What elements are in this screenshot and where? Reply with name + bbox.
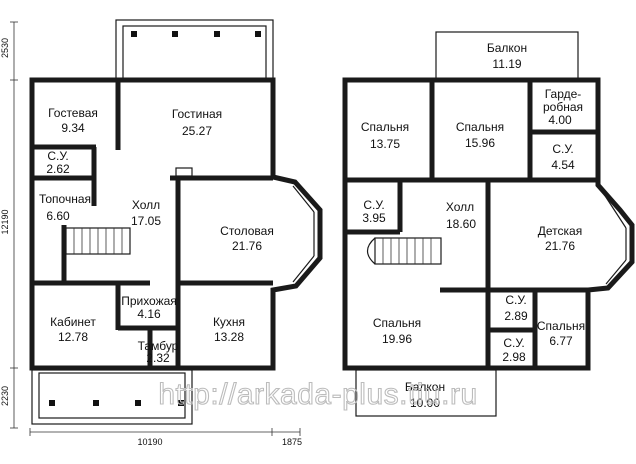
interior-walls-upper	[345, 80, 598, 368]
outer-walls-upper	[342, 77, 635, 371]
dim-top-terrace: 2530	[0, 38, 10, 58]
room-area-vestibule: 2.32	[146, 351, 170, 365]
bay-window	[292, 185, 315, 283]
room-area-dining: 21.76	[232, 239, 262, 253]
room-area-wc-d: 2.98	[502, 350, 526, 364]
room-name-bed2: Спальня	[456, 120, 504, 134]
room-name-wardrobe: Гарде-робная	[543, 87, 583, 114]
room-name-kitchen: Кухня	[213, 315, 245, 329]
ground-stairs	[65, 227, 131, 255]
room-area-wc-b: 3.95	[362, 211, 386, 225]
room-area-bed4: 6.77	[549, 334, 573, 348]
room-name-wc-d: С.У.	[503, 336, 524, 350]
room-name-living: Гостиная	[172, 107, 222, 121]
room-area-wc-a: 4.54	[551, 158, 575, 172]
room-area-wc-c: 2.89	[504, 309, 528, 323]
dim-side: 1875	[282, 437, 302, 447]
room-area-study: 12.78	[58, 330, 88, 344]
room-name-dining: Столовая	[220, 224, 274, 238]
room-name-kids: Детская	[538, 224, 582, 238]
room-name-study: Кабинет	[50, 315, 96, 329]
room-name-bed1: Спальня	[361, 120, 409, 134]
room-area-kids: 21.76	[545, 239, 575, 253]
room-area-hall1: 17.05	[131, 214, 161, 228]
dim-bottom-terrace: 2230	[0, 386, 10, 406]
room-area-guest: 9.34	[61, 121, 85, 135]
room-area-balcony-bottom: 10.00	[410, 396, 440, 410]
room-name-balcony-bottom: Балкон	[405, 380, 445, 394]
top-terrace	[115, 19, 274, 81]
room-name-wc-c: С.У.	[505, 293, 526, 307]
room-name-bed4: Спальня	[537, 319, 585, 333]
bay-window-upper	[599, 187, 627, 285]
room-area-bed3: 19.96	[382, 332, 412, 346]
room-area-wc1: 2.62	[46, 162, 70, 176]
room-area-kitchen: 13.28	[214, 330, 244, 344]
room-name-balcony-top: Балкон	[487, 41, 527, 55]
room-name-bed3: Спальня	[373, 316, 421, 330]
room-name-entry: Прихожая	[121, 294, 177, 308]
room-name-furnace: Топочная	[39, 192, 91, 206]
dim-height: 12190	[0, 209, 10, 234]
dim-width: 10190	[137, 437, 162, 447]
room-area-bed1: 13.75	[370, 137, 400, 151]
watermark: http://arkada-plus.tiu.ru	[158, 378, 477, 411]
room-area-bed2: 15.96	[465, 136, 495, 150]
room-name-hall2: Холл	[446, 200, 474, 214]
room-area-wardrobe: 4.00	[548, 113, 572, 127]
room-area-hall2: 18.60	[446, 217, 476, 231]
room-name-wc-a: С.У.	[552, 142, 573, 156]
fireplace	[175, 167, 193, 177]
room-name-wc1: С.У.	[47, 149, 68, 163]
room-area-living: 25.27	[182, 124, 212, 138]
room-area-balcony-top: 11.19	[492, 57, 521, 71]
room-name-vestibule: Тамбур	[138, 339, 179, 353]
room-area-entry: 4.16	[137, 307, 161, 321]
room-name-wc-b: С.У.	[363, 198, 384, 212]
ground-floor-plan: 2530 12190 2230 10190 1875	[0, 19, 323, 447]
top-balcony	[435, 31, 579, 81]
dimension-lines	[10, 21, 301, 436]
upper-stairs	[366, 237, 442, 265]
outer-walls	[29, 77, 323, 371]
room-name-guest: Гостевая	[48, 106, 98, 120]
upper-floor-plan: Балкон 11.19 Спальня 13.75 Спальня 15.96…	[342, 31, 635, 417]
room-name-hall1: Холл	[132, 198, 160, 212]
room-area-furnace: 6.60	[46, 209, 70, 223]
interior-walls	[32, 80, 273, 366]
